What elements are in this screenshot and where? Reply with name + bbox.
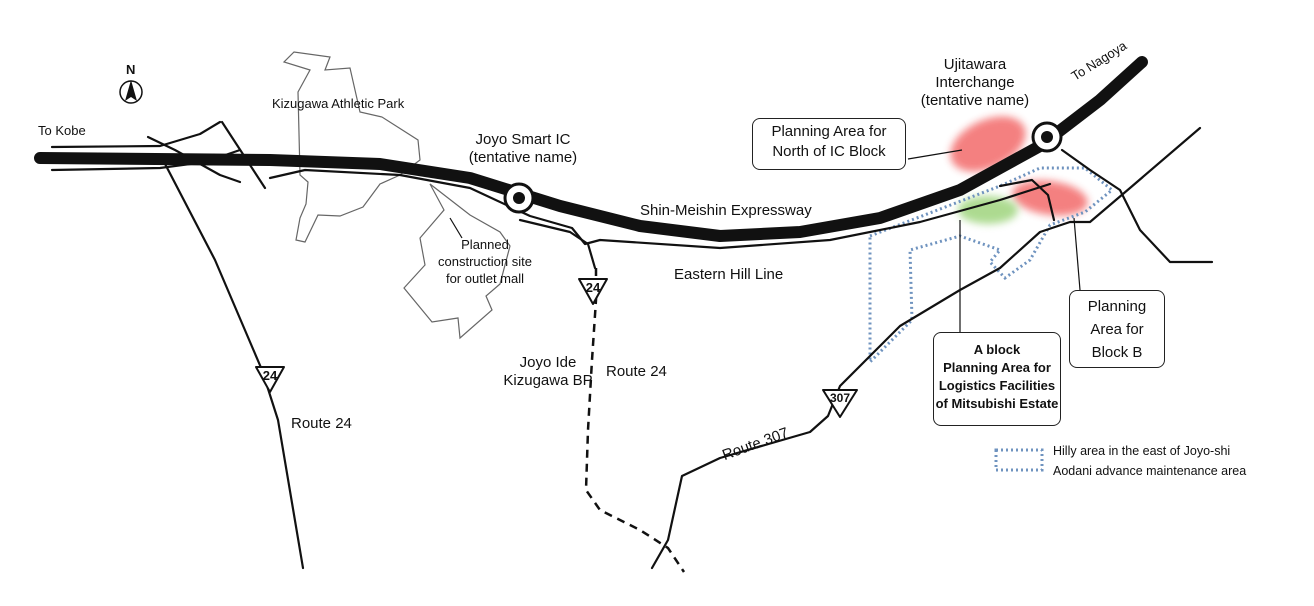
ujitawara-ic-marker bbox=[1031, 121, 1063, 153]
block-b-callout-pointer bbox=[1073, 217, 1081, 291]
block-a-callout-line2: Planning Area for bbox=[943, 360, 1051, 375]
block-a-callout-line4: of Mitsubishi Estate bbox=[935, 396, 1059, 411]
joyo-ide-kizugawa-bypass bbox=[584, 268, 686, 573]
route-24-shield-west-number: 24 bbox=[262, 368, 278, 383]
north-ic-callout-line2: North of IC Block bbox=[772, 143, 886, 160]
north-arrow-label: N bbox=[126, 62, 136, 77]
east-road-north bbox=[1060, 148, 1214, 264]
joyo-smart-ic-name: Joyo Smart IC bbox=[475, 131, 571, 148]
route-24-shield-west: 24 bbox=[254, 364, 286, 394]
block-b-callout-line3: Block B bbox=[1091, 344, 1143, 361]
outlet-site-line2: construction site bbox=[438, 254, 532, 269]
block-b-callout-line1: Planning bbox=[1087, 298, 1147, 315]
north-ic-callout-pointer bbox=[907, 149, 963, 160]
expressway-label: Shin-Meishin Expressway bbox=[640, 202, 812, 219]
ujitawara-ic-note: (tentative name) bbox=[920, 92, 1030, 109]
north-ic-callout: Planning Area for North of IC Block bbox=[752, 118, 906, 170]
ujitawara-ic-label: Ujitawara Interchange (tentative name) bbox=[900, 56, 1050, 110]
maintenance-area-boundary bbox=[868, 166, 1115, 366]
block-a-callout-line1: A block bbox=[973, 342, 1021, 357]
outlet-site-outline bbox=[403, 183, 511, 340]
block-b-callout-line2: Area for bbox=[1090, 321, 1144, 338]
outlet-site-line1: Planned bbox=[461, 237, 509, 252]
north-arrow-icon bbox=[119, 80, 143, 104]
ujitawara-ic-type: Interchange bbox=[935, 74, 1015, 91]
legend-boundary-swatch bbox=[994, 448, 1044, 472]
route-24-shield-east: 24 bbox=[577, 276, 609, 306]
bypass-label: Joyo Ide Kizugawa BP bbox=[496, 354, 600, 390]
athletic-park-label: Kizugawa Athletic Park bbox=[272, 96, 405, 111]
joyo-smart-ic-note: (tentative name) bbox=[468, 149, 578, 166]
ic-ramp-road bbox=[998, 178, 1056, 222]
bypass-line2: Kizugawa BP bbox=[503, 372, 593, 389]
legend-line2: Aodani advance maintenance area bbox=[1053, 464, 1247, 478]
block-b-callout: Planning Area for Block B bbox=[1069, 290, 1165, 368]
eastern-hill-line-label: Eastern Hill Line bbox=[674, 266, 784, 283]
outlet-site-label: Planned construction site for outlet mal… bbox=[420, 236, 550, 287]
athletic-park-outline bbox=[282, 51, 421, 243]
block-a-callout-line3: Logistics Facilities bbox=[938, 378, 1056, 393]
to-kobe-label: To Kobe bbox=[38, 123, 86, 138]
bypass-line1: Joyo Ide bbox=[519, 354, 577, 371]
block-a-callout: A block Planning Area for Logistics Faci… bbox=[933, 332, 1061, 426]
outlet-site-pointer bbox=[449, 217, 463, 239]
route24-east-solid bbox=[518, 218, 597, 270]
eastern-hill-line bbox=[268, 168, 1052, 250]
legend-label: Hilly area in the east of Joyo-shi Aodan… bbox=[1053, 441, 1246, 481]
joyo-smart-ic-label: Joyo Smart IC (tentative name) bbox=[448, 131, 598, 167]
local-road-west bbox=[50, 120, 222, 149]
legend-line1: Hilly area in the east of Joyo-shi bbox=[1053, 444, 1231, 458]
route-24-shield-east-number: 24 bbox=[585, 280, 601, 295]
block-a-planning-area bbox=[958, 196, 1018, 224]
joyo-smart-ic-marker bbox=[503, 182, 535, 214]
route24-west-label: Route 24 bbox=[291, 415, 352, 432]
outlet-site-line3: for outlet mall bbox=[445, 271, 525, 286]
ujitawara-ic-name: Ujitawara bbox=[943, 56, 1007, 73]
route-307-shield: 307 bbox=[821, 387, 859, 419]
route24-east-label: Route 24 bbox=[606, 363, 667, 380]
route307 bbox=[650, 126, 1202, 570]
route-307-shield-number: 307 bbox=[829, 391, 851, 405]
north-ic-callout-line1: Planning Area for bbox=[771, 123, 887, 140]
